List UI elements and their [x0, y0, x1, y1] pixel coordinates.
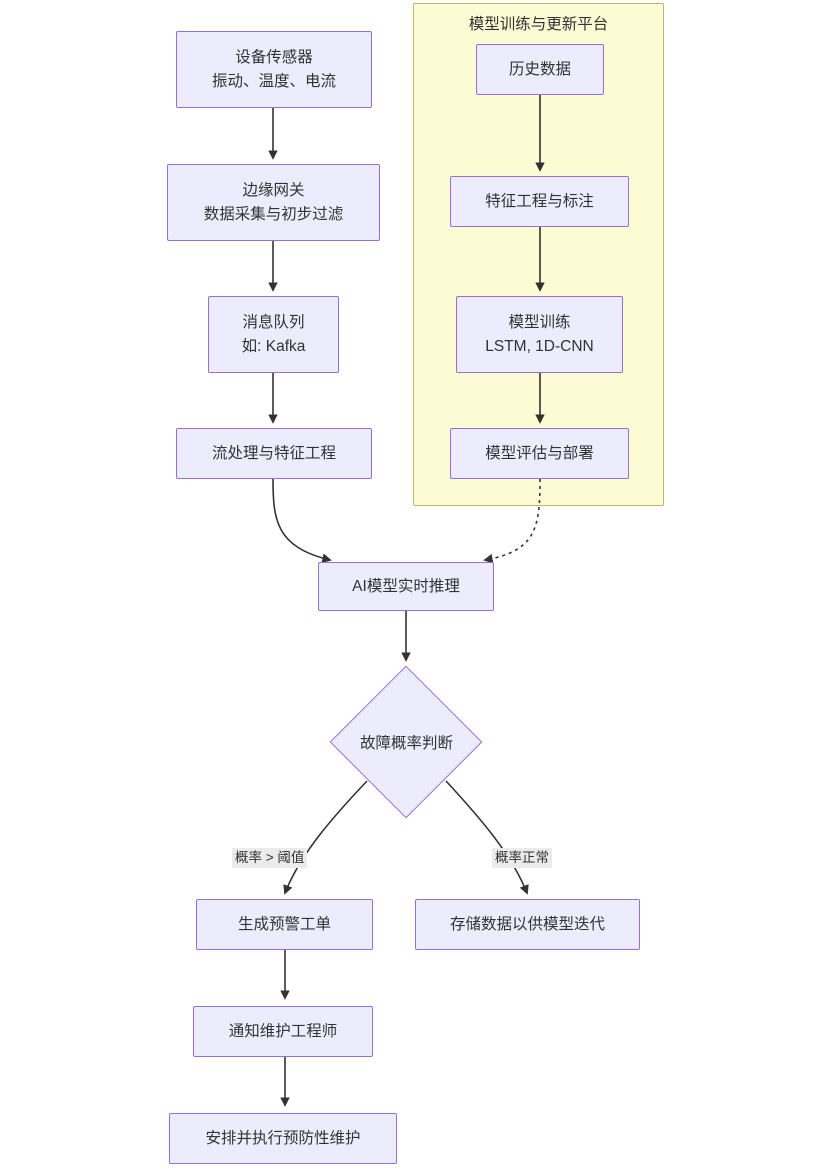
- node-maintain-line1: 安排并执行预防性维护: [205, 1129, 361, 1147]
- node-store[interactable]: 存储数据以供模型迭代: [415, 899, 640, 950]
- edge-stream-inference: [272, 478, 332, 563]
- node-store-line1: 存储数据以供模型迭代: [449, 915, 605, 933]
- node-deploy-line1: 模型评估与部署: [485, 444, 594, 462]
- node-feature[interactable]: 特征工程与标注: [450, 176, 629, 227]
- node-notify-line1: 通知维护工程师: [228, 1022, 338, 1040]
- node-alert-line1: 生成预警工单: [237, 915, 331, 933]
- node-deploy[interactable]: 模型评估与部署: [450, 428, 629, 479]
- node-sensor-line1: 设备传感器: [235, 49, 313, 67]
- edge-label-above-threshold: 概率 > 阈值: [232, 848, 308, 868]
- node-stream[interactable]: 流处理与特征工程: [176, 428, 372, 479]
- node-feature-line1: 特征工程与标注: [485, 192, 594, 210]
- node-queue-line2: 如: Kafka: [241, 337, 306, 355]
- node-stream-line1: 流处理与特征工程: [211, 444, 336, 462]
- node-gateway-line2: 数据采集与初步过滤: [203, 205, 344, 223]
- subgraph-title: 模型训练与更新平台: [468, 16, 609, 33]
- node-inference[interactable]: AI模型实时推理: [318, 562, 494, 611]
- edge-label-normal: 概率正常: [492, 848, 552, 868]
- node-alert[interactable]: 生成预警工单: [196, 899, 373, 950]
- node-gateway-line1: 边缘网关: [242, 182, 305, 200]
- edge-decision-store: [445, 780, 529, 895]
- node-decision-label: 故障概率判断: [359, 735, 453, 752]
- node-queue[interactable]: 消息队列 如: Kafka: [208, 296, 339, 373]
- node-train-line2: LSTM, 1D-CNN: [485, 337, 594, 355]
- node-history[interactable]: 历史数据: [476, 44, 604, 95]
- node-gateway[interactable]: 边缘网关 数据采集与初步过滤: [167, 164, 380, 241]
- node-inference-line1: AI模型实时推理: [352, 577, 460, 595]
- node-notify[interactable]: 通知维护工程师: [193, 1006, 373, 1057]
- node-sensor[interactable]: 设备传感器 振动、温度、电流: [176, 31, 372, 108]
- node-train[interactable]: 模型训练 LSTM, 1D-CNN: [456, 296, 623, 373]
- node-history-line1: 历史数据: [508, 60, 571, 78]
- node-train-line1: 模型训练: [508, 314, 571, 332]
- node-queue-line1: 消息队列: [242, 314, 305, 332]
- node-sensor-line2: 振动、温度、电流: [211, 72, 336, 90]
- edge-decision-alert: [283, 780, 368, 895]
- node-maintain[interactable]: 安排并执行预防性维护: [169, 1113, 397, 1164]
